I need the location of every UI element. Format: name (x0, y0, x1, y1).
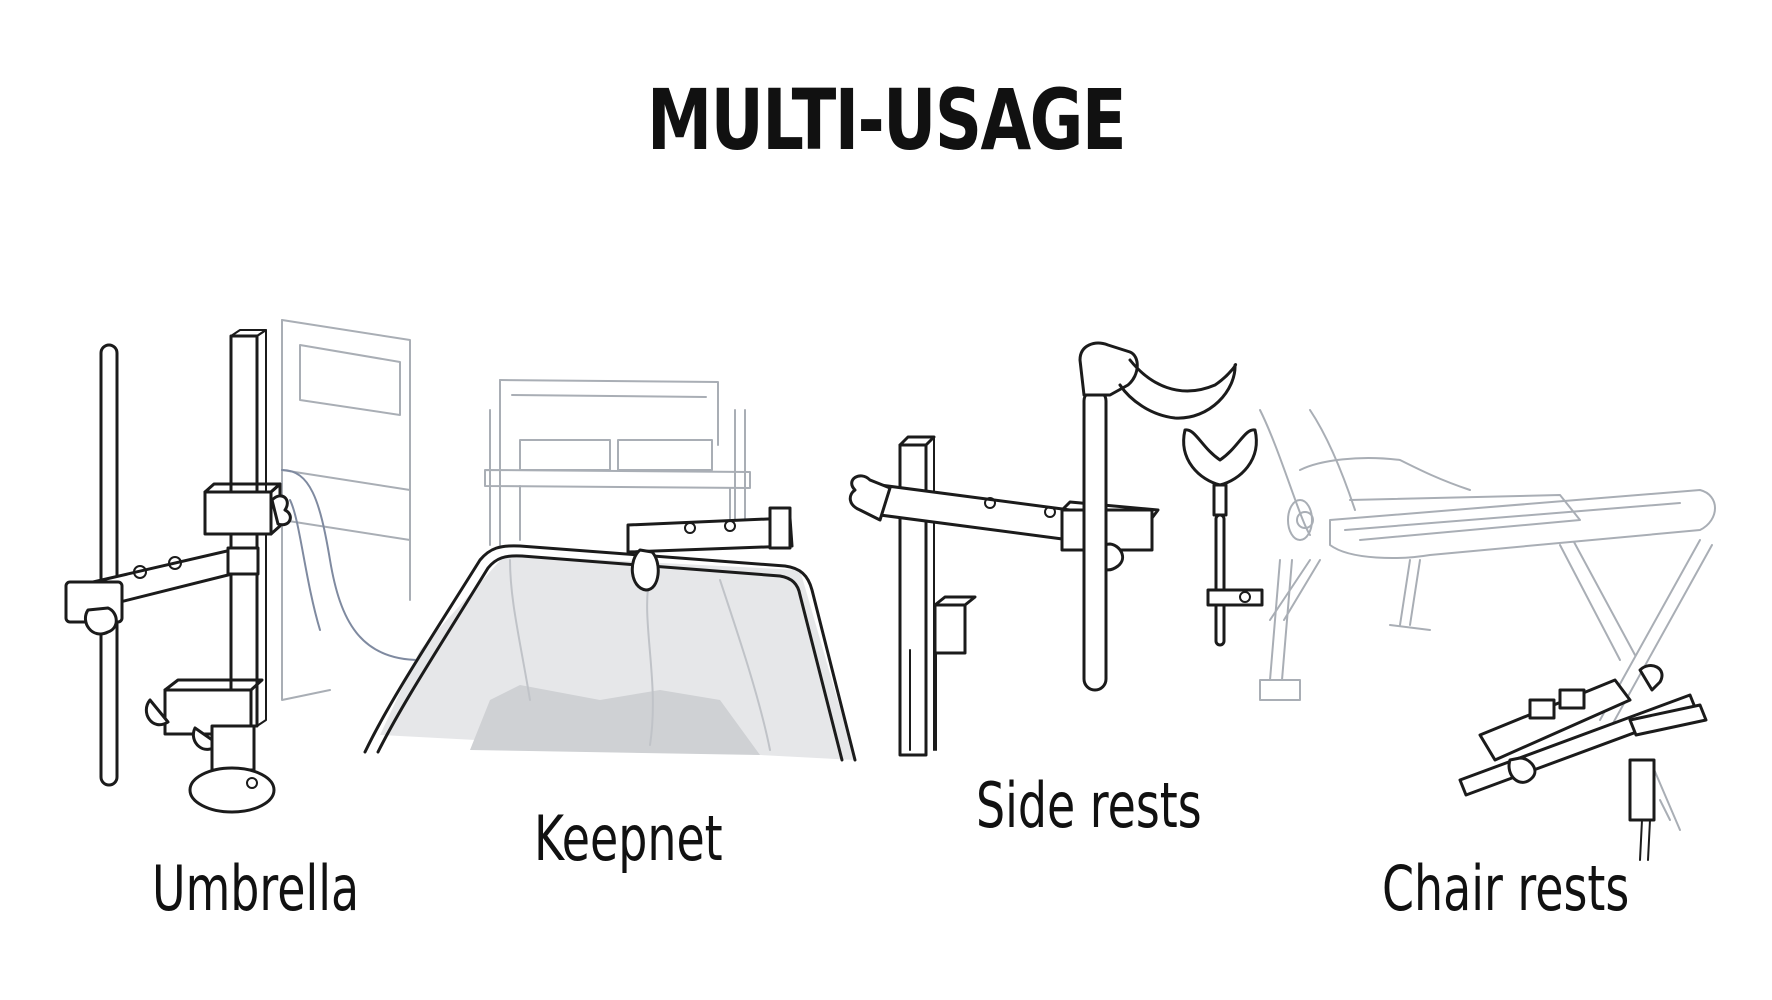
umbrella-background-box (281, 319, 421, 701)
chair-rests-illustration (1182, 409, 1716, 861)
label-side-rests: Side rests (976, 769, 1202, 842)
side-bank-stick (898, 435, 937, 757)
side-rests-illustration (848, 341, 1238, 757)
keepnet-illustration (363, 379, 857, 762)
side-right-clamp (1060, 500, 1160, 572)
label-chair-rests: Chair rests (1382, 852, 1630, 925)
keepnet-net (380, 555, 855, 760)
seatbox-background (484, 379, 751, 546)
side-lower-clamp (933, 595, 977, 655)
side-arm (848, 474, 1072, 542)
label-keepnet: Keepnet (534, 802, 723, 875)
keepnet-frame (363, 544, 857, 762)
pole-clamp (64, 580, 124, 636)
chair-rest-arm (1458, 664, 1708, 797)
suction-base (188, 724, 276, 814)
rest-rod (1078, 341, 1238, 692)
umbrella-pole (99, 343, 119, 787)
keepnet-arm (626, 506, 794, 592)
page-title: MULTI-USAGE (646, 71, 1127, 169)
umbrella-illustration (64, 319, 421, 814)
chair-background (1259, 409, 1716, 831)
chair-leg (1628, 758, 1656, 861)
upper-clamp (203, 482, 292, 536)
v-rest-head (1182, 428, 1264, 647)
label-umbrella: Umbrella (152, 852, 360, 925)
